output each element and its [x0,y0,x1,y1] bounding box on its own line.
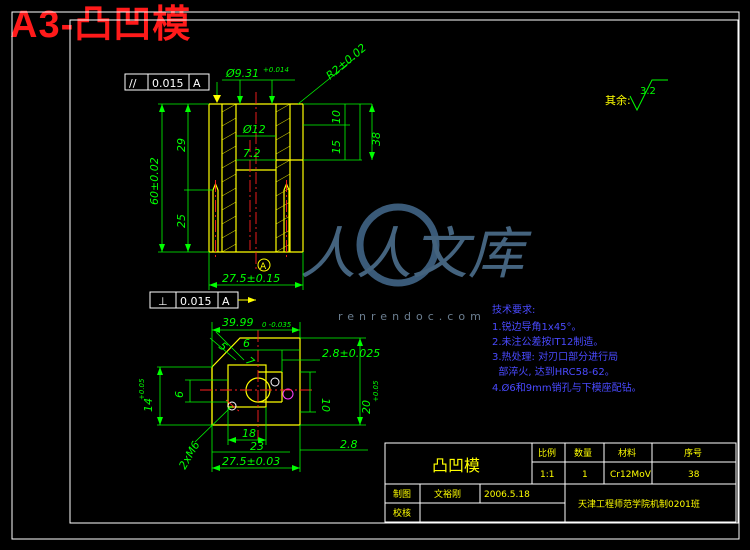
pin-hole-1 [227,401,237,411]
tolerance-frame-perpendicular: ⊥ 0.015 A [149,291,256,309]
roughness-icon [629,79,668,112]
surface-finish-label: 其余: [605,93,631,107]
header-scale: 比例 [538,447,556,459]
pin-hole-2 [270,377,280,387]
dim-7: 7 [243,354,257,368]
tolerance-symbol-b: ⊥ [158,295,168,308]
dim-10b: 10 [319,398,332,412]
row-draw-name: 文裕刚 [434,488,461,500]
tech-heading: 技术要求: [492,303,535,316]
tolerance-datum: A [193,77,201,90]
watermark-ring-icon [356,203,440,287]
watermark-url: renrendoc.com [338,310,486,323]
dim-15: 15 [330,140,343,154]
tech-item-1: 1.锐边导角1x45°。 [492,320,582,333]
tolerance-value: 0.015 [152,77,184,90]
title-block: 凸凹模 比例 数量 材料 序号 1:1 1 Cr12MoV 38 制图 文裕刚 … [384,442,737,523]
dim-radius: R2±0.02 [324,41,369,82]
datum-arrow-top [213,95,221,103]
dim-23: 23 [250,440,264,453]
title-block-part-name: 凸凹模 [432,456,480,475]
dim-hole-dia: Ø9.31 [225,67,259,80]
dim-38: 38 [370,132,383,146]
dim-25: 25 [175,214,188,228]
school-name: 天津工程师范学院机制0201班 [578,498,700,510]
dim-6b: 6 [173,391,186,398]
row-check-label: 校核 [393,507,411,519]
value-material: Cr12MoV [610,470,652,480]
dim-2-8a: 2.8±0.025 [322,347,380,360]
dim-5: 5 [216,339,230,353]
dim-width-top-tol-b: 0 -0.035 [262,321,292,329]
dim-20-tol: +0.05 [372,380,380,402]
dim-29: 29 [175,138,188,152]
tech-item-3: 3.热处理: 对刃口部分进行局 [492,350,618,363]
tech-item-2: 2.未注公差按IT12制造。 [492,335,603,348]
outer-frame [11,11,740,540]
watermark: 人人文库 renrendoc.com [300,203,532,323]
tolerance-value-b: 0.015 [180,295,212,308]
datum-label: A [260,262,267,272]
dim-7-2: 7.2 [243,147,261,160]
value-scale: 1:1 [540,470,554,480]
tech-item-5: 4.Ø6和9mm销孔与下模座配钻。 [492,381,642,394]
tech-requirements: 技术要求: 1.锐边导角1x45°。 2.未注公差按IT12制造。 3.热处理:… [492,303,642,394]
dim-height: 60±0.02 [148,157,161,205]
tolerance-datum-b: A [222,295,230,308]
thread-hole [282,388,294,400]
dim-width-top-view: 27.5±0.15 [222,272,280,285]
tech-item-4: 部淬火, 达到HRC58-62。 [492,365,615,378]
row-draw-date: 2006.5.18 [484,490,530,500]
value-qty: 1 [582,470,588,480]
dim-width-bottom: 27.5±0.03 [222,455,280,468]
surface-finish-value: 3.2 [640,86,656,97]
dim-10: 10 [330,110,343,124]
dim-dia-12: Ø12 [242,123,266,136]
dim-width-top-b: 39.99 [222,316,254,329]
row-draw-label: 制图 [393,488,411,500]
header-material: 材料 [618,447,636,459]
dim-6: 6 [243,337,250,350]
dim-14-tol: +0.05 [138,378,146,400]
header-qty: 数量 [574,447,592,459]
tolerance-symbol: // [129,77,137,90]
dim-20: 20 [360,400,373,414]
dim-14: 14 [142,398,155,412]
watermark-brand: 人人文库 [300,222,532,287]
dim-2-8b: 2.8 [340,438,358,451]
value-seq: 38 [688,470,700,480]
surface-finish: 其余: 3.2 [605,79,668,112]
tolerance-frame-parallel: // 0.015 A [124,73,210,91]
dim-thread: 2xM6 [176,439,202,471]
dim-18: 18 [242,427,256,440]
dim-hole-tol: +0.014 [263,66,289,74]
datum-circle [257,258,271,272]
header-seq: 序号 [684,447,702,459]
inner-frame [69,19,739,524]
